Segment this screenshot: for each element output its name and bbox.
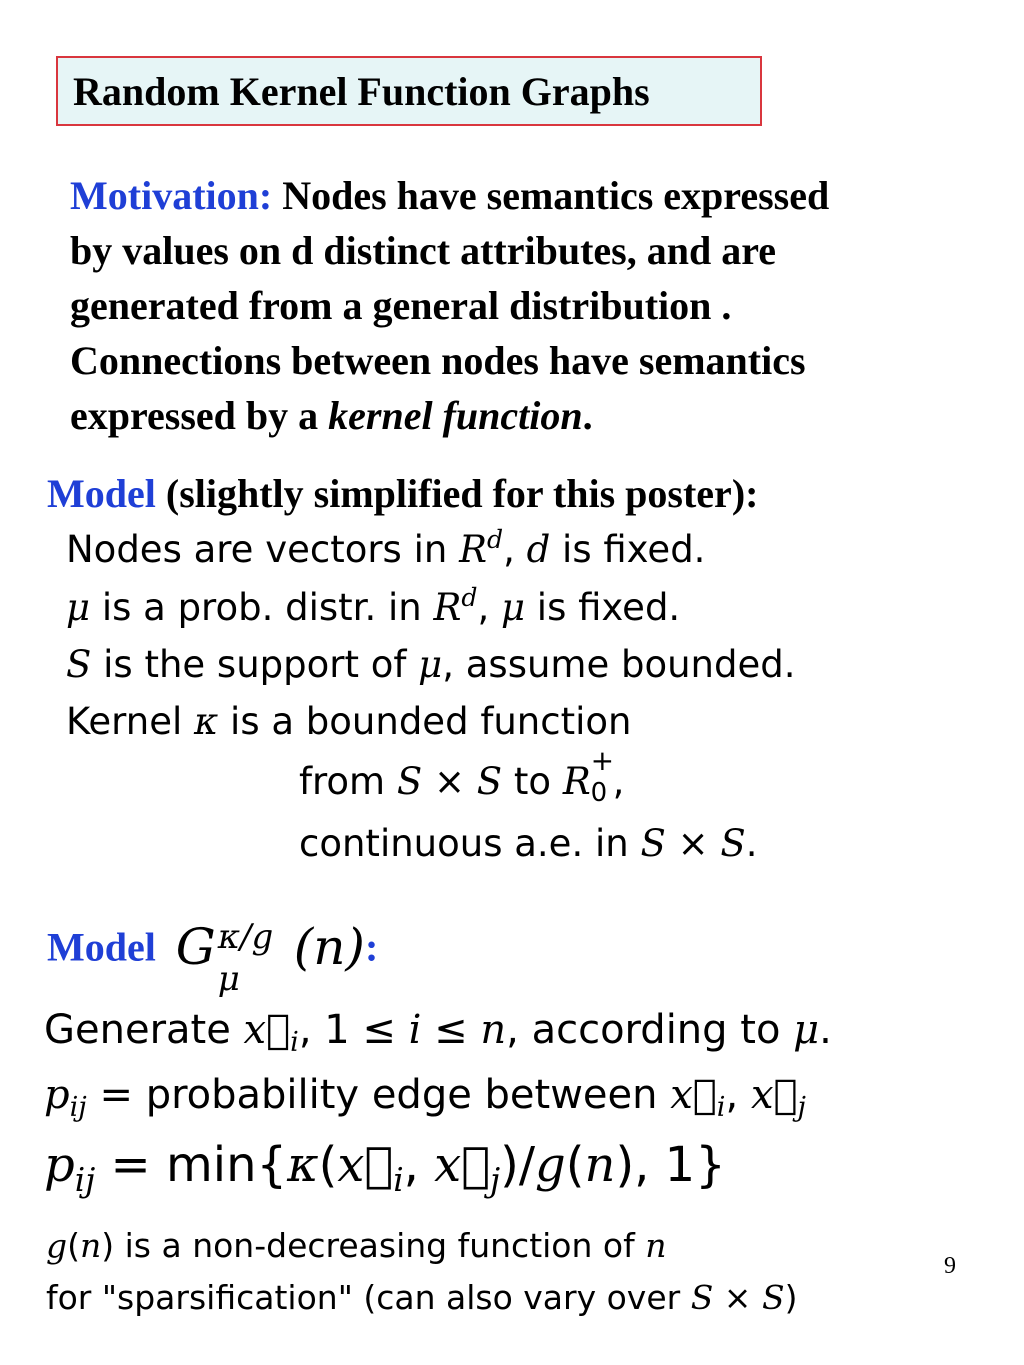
model-line-from: from S × S to R+0, — [299, 744, 625, 808]
model-heading: Model (slightly simplified for this post… — [47, 470, 758, 517]
motivation-line-1: Motivation: Nodes have semantics express… — [70, 172, 829, 219]
motivation-line-2: by values on d distinct attributes, and … — [70, 228, 777, 273]
model-subtitle: (slightly simplified for this poster): — [155, 471, 759, 516]
motivation-line-3: generated from a general distribution . — [70, 283, 732, 328]
title-box: Random Kernel Function Graphs — [56, 56, 762, 126]
motivation-label: Motivation: — [70, 173, 273, 218]
model-g-colon: : — [364, 924, 379, 970]
slide-title: Random Kernel Function Graphs — [73, 69, 650, 114]
model-line-mu: μ is a prob. distr. in Rd, μ is fixed. — [66, 583, 681, 629]
min-formula-line: pij = min{κ(x⃗i, x⃗j)/g(n), 1} — [44, 1137, 726, 1199]
kernel-function-emphasis: kernel function — [328, 393, 583, 438]
model-label: Model — [47, 471, 156, 516]
model-line-kernel: Kernel κ is a bounded function — [66, 700, 632, 743]
motivation-line-5: expressed by a kernel function. — [70, 393, 593, 438]
page-number: 9 — [944, 1253, 956, 1279]
probability-line: pij = probability edge between x⃗i, x⃗j — [44, 1072, 806, 1124]
g-description-line-1: g(n) is a non-decreasing function of n — [46, 1226, 667, 1265]
motivation-line-4: Connections between nodes have semantics — [70, 338, 806, 383]
model-line-nodes: Nodes are vectors in Rd, d is fixed. — [66, 525, 706, 571]
model-g-label: Model — [47, 924, 156, 970]
g-description-line-2: for "sparsification" (can also vary over… — [46, 1278, 798, 1317]
model-line-support: S is the support of μ, assume bounded. — [66, 643, 796, 686]
generate-line: Generate x⃗i, 1 ≤ i ≤ n, according to μ. — [44, 1007, 832, 1059]
model-line-continuous: continuous a.e. in S × S. — [299, 822, 758, 865]
motivation-text-1: Nodes have semantics expressed — [282, 173, 830, 218]
